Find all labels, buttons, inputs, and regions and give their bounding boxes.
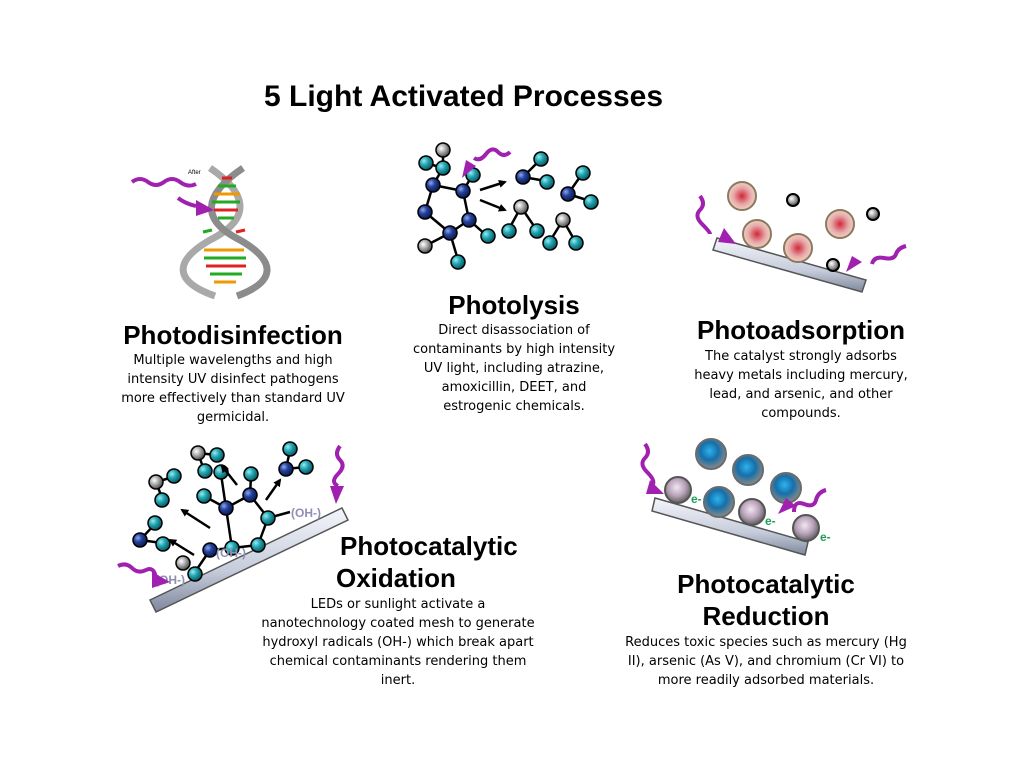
adsorption-light-arrows-icon <box>695 194 907 272</box>
photocatalytic-reduction-description: Reduces toxic species such as mercury (H… <box>618 633 914 690</box>
photocatalytic-oxidation-heading-line2: Oxidation <box>336 563 456 593</box>
photodisinfection-heading: Photodisinfection <box>123 320 343 350</box>
photocatalytic-reduction-heading-line2: Reduction <box>702 601 830 631</box>
photolysis-light-arrow-icon <box>462 147 512 178</box>
photocatalytic-reduction-heading-line1: Photocatalytic <box>677 569 855 599</box>
photocatalytic-oxidation-heading-line1: Photocatalytic <box>340 531 518 561</box>
description-line: inert. <box>380 673 416 688</box>
description-line: Direct disassociation of <box>438 323 590 338</box>
electron-labels: e- e- e- <box>691 492 831 544</box>
description-line: II), arsenic (As V), and chromium (Cr VI… <box>627 654 905 669</box>
light-arrow-icon <box>130 177 214 216</box>
oxidation-atoms <box>175 464 276 582</box>
description-line: compounds. <box>761 406 841 421</box>
description-line: The catalyst strongly adsorbs <box>705 349 897 364</box>
electron-label-3: e- <box>820 530 831 544</box>
description-line: nanotechnology coated mesh to generate <box>261 616 535 631</box>
description-line: lead, and arsenic, and other <box>709 387 893 402</box>
description-line: chemical contaminants rendering them <box>269 654 527 669</box>
oxidation-plate-icon <box>148 507 350 613</box>
description-line: intensity UV disinfect pathogens <box>127 372 339 387</box>
photoadsorption-heading: Photoadsorption <box>697 315 905 345</box>
dna-helix-icon: After <box>179 165 271 300</box>
oxidation-light-arrows-icon <box>117 444 345 588</box>
oxidation-fragments-icon <box>132 441 314 552</box>
description-line: estrogenic chemicals. <box>443 399 585 414</box>
photolysis-description: Direct disassociation of contaminants by… <box>400 321 628 416</box>
description-line: LEDs or sunlight activate a <box>310 597 486 612</box>
dna-after-label: After <box>188 170 201 176</box>
oxidation-arrows-icon <box>168 464 282 557</box>
hydroxyl-label-1: (OH-) <box>291 506 321 520</box>
reaction-arrow-icon <box>479 180 507 212</box>
adsorbed-metal-particles-icon <box>727 181 880 272</box>
photolysis-atoms <box>417 142 496 270</box>
description-line: heavy metals including mercury, <box>694 368 908 383</box>
description-line: amoxicillin, DEET, and <box>441 380 587 395</box>
description-line: Multiple wavelengths and high <box>133 353 333 368</box>
photodisinfection-description: Multiple wavelengths and high intensity … <box>98 351 368 427</box>
electron-label-2: e- <box>765 514 776 528</box>
description-line: contaminants by high intensity <box>412 342 616 357</box>
photoadsorption-description: The catalyst strongly adsorbs heavy meta… <box>680 347 922 423</box>
reduction-light-arrows-icon <box>640 442 827 514</box>
description-line: more effectively than standard UV <box>121 391 345 406</box>
electron-label-1: e- <box>691 492 702 506</box>
reduction-plate-icon <box>651 497 809 556</box>
hydroxyl-label-2: (OH-) <box>216 546 246 560</box>
reduction-particles-icon <box>664 438 820 542</box>
photolysis-heading: Photolysis <box>448 290 580 320</box>
photocatalytic-oxidation-description: LEDs or sunlight activate a nanotechnolo… <box>250 595 546 690</box>
description-line: more readily adsorbed materials. <box>657 673 875 688</box>
description-line: germicidal. <box>196 410 270 425</box>
page-title: 5 Light Activated Processes <box>264 80 664 113</box>
description-line: UV light, including atrazine, <box>423 361 605 376</box>
description-line: hydroxyl radicals (OH-) which break apar… <box>262 635 534 650</box>
photolysis-fragments-icon <box>501 151 599 251</box>
catalyst-plate-icon <box>712 237 867 293</box>
description-line: Reduces toxic species such as mercury (H… <box>625 635 907 650</box>
